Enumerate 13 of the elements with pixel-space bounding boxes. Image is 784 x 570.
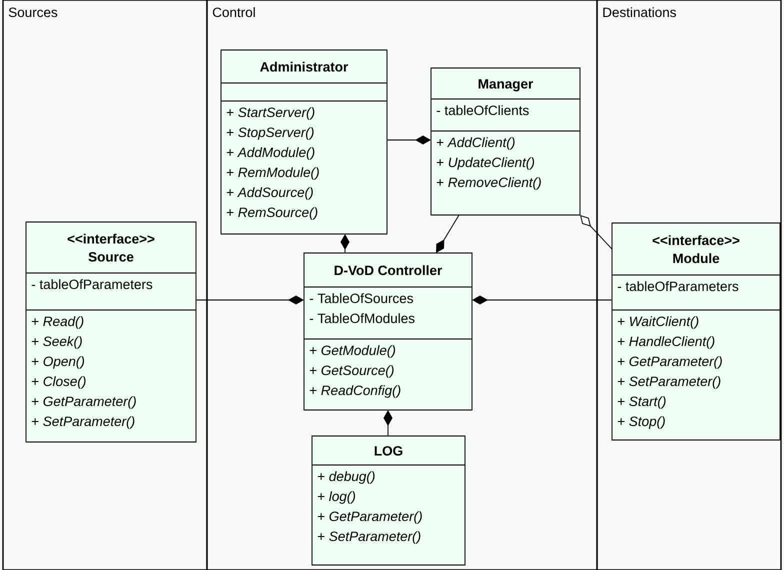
class-box: LOG + debug() + log() + GetParameter() + SetParameter() — [312, 436, 466, 566]
composition-connector — [386, 136, 431, 144]
composition-connector — [340, 234, 350, 254]
class-box: Manager - tableOfClients + AddClient() + UpdateClient() + RemoveClient() — [430, 68, 580, 216]
composition-connector — [472, 296, 612, 304]
class-box: D-VoD Controller - TableOfSources - TableOfModules + GetModule() + GetSource() + ReadConfig() — [304, 252, 472, 410]
composition-connector — [436, 214, 460, 253]
composition-connector — [384, 410, 392, 436]
class-box: <<interface>> Module - tableOfParameters + WaitClient() + HandleClient() + GetParameter() + SetParameter() + Start() + Stop() — [612, 222, 780, 440]
class-box: Administrator + StartServer() + StopServer() + AddModule() + RemModule() + AddSource() + RemSource() — [220, 50, 388, 234]
class-box: <<interface>> Source - tableOfParameters + Read() + Seek() + Open() + Close() + GetParameter() + SetParameter() — [26, 222, 196, 442]
composition-connector — [196, 296, 304, 304]
aggregation-connector — [580, 215, 612, 250]
